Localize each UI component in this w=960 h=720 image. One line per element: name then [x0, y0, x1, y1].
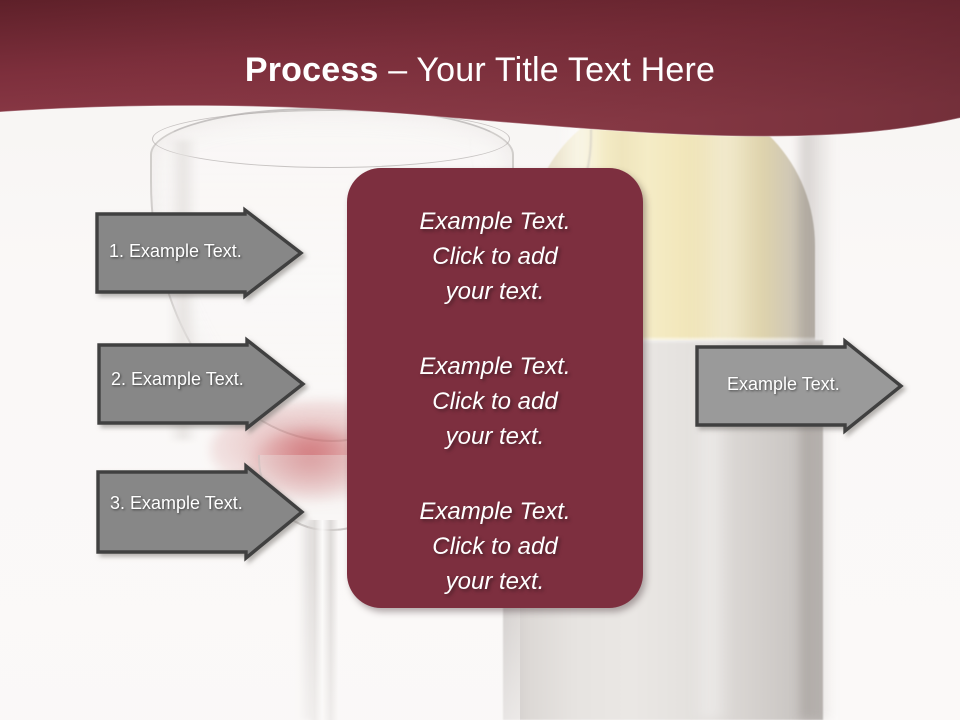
header-banner — [0, 0, 960, 140]
page-title: Process – Your Title Text Here — [0, 50, 960, 90]
process-input-arrow-1[interactable]: 1. Example Text. — [95, 206, 307, 302]
center-box-block-3-line-3: your text. — [445, 568, 545, 595]
process-center-box[interactable]: Example Text. Click to add your text. Ex… — [347, 168, 643, 608]
center-box-block-2: Example Text. Click to add your text. — [377, 349, 613, 454]
process-input-arrow-2[interactable]: 2. Example Text. — [97, 336, 309, 436]
center-box-block-3-line-2: Click to add — [432, 533, 558, 560]
page-title-bold: Process — [244, 51, 379, 89]
center-box-block-1-line-1: Example Text. — [419, 208, 571, 235]
center-box-block-1: Example Text. Click to add your text. — [377, 204, 613, 309]
center-box-block-2-line-2: Click to add — [432, 388, 558, 415]
center-box-block-3-line-1: Example Text. — [419, 498, 571, 525]
wine-bottle-highlight-right — [690, 112, 760, 348]
process-output-arrow[interactable]: Example Text. — [695, 337, 907, 438]
center-box-block-2-line-3: your text. — [445, 423, 545, 450]
center-box-block-3: Example Text. Click to add your text. — [377, 494, 613, 599]
center-box-block-1-line-2: Click to add — [432, 243, 558, 270]
page-title-rest: Your Title Text Here — [416, 51, 716, 89]
process-input-arrow-3[interactable]: 3. Example Text. — [96, 460, 308, 568]
center-box-block-2-line-1: Example Text. — [419, 353, 571, 380]
page-title-separator: – — [378, 51, 417, 89]
wine-bottle-label-edge — [503, 338, 823, 344]
center-box-block-1-line-3: your text. — [445, 278, 545, 305]
